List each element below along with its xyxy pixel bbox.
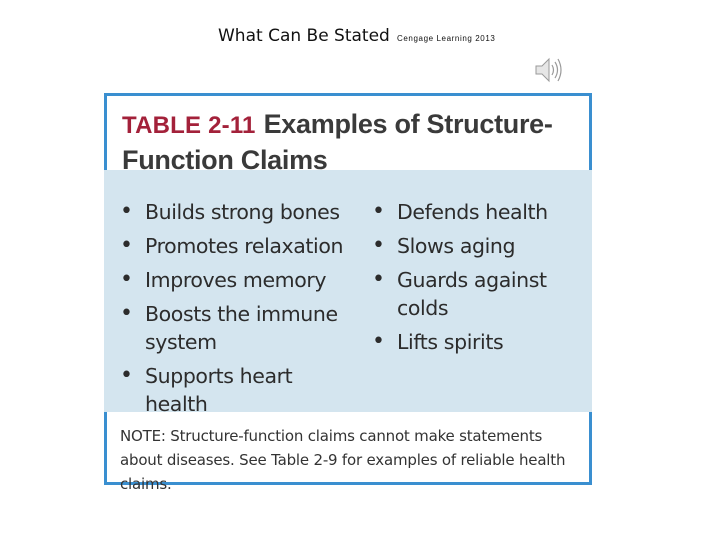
claim-item: •Improves memory: [120, 267, 327, 292]
frame-top-border: [104, 93, 592, 96]
claim-item: •Guards against colds: [372, 267, 547, 320]
claim-item: •Slows aging: [372, 233, 516, 258]
speaker-icon[interactable]: [533, 54, 565, 86]
claim-item: •Defends health: [372, 199, 548, 224]
table-heading-text: Examples of Structure-Function Claims: [122, 109, 553, 175]
table-note: NOTE: Structure-function claims cannot m…: [120, 427, 566, 493]
claims-right-column: •Defends health •Slows aging •Guards aga…: [372, 198, 582, 362]
slide-title: What Can Be Stated: [218, 26, 390, 46]
claim-item: •Lifts spirits: [372, 329, 504, 354]
table-number: TABLE 2-11: [122, 112, 256, 139]
claim-item: •Boosts the immune system: [120, 301, 338, 354]
claims-panel: •Builds strong bones •Promotes relaxatio…: [104, 170, 592, 416]
frame-bottom-border: [104, 482, 592, 485]
claim-item: •Promotes relaxation: [120, 233, 344, 258]
claims-left-column: •Builds strong bones •Promotes relaxatio…: [120, 198, 355, 424]
credit-text: Cengage Learning 2013: [397, 34, 496, 43]
claim-item: •Supports heart health: [120, 363, 293, 416]
claim-item: •Builds strong bones: [120, 199, 340, 224]
